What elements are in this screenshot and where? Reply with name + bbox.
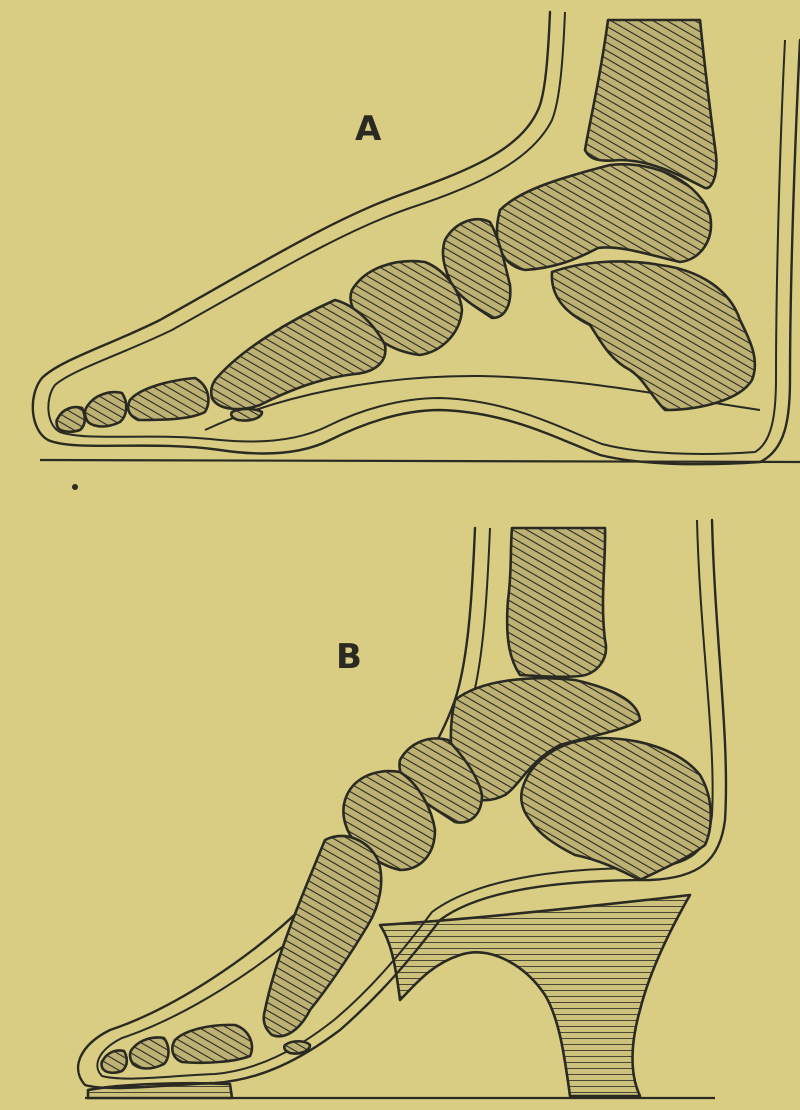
- sesamoid-b: [284, 1041, 310, 1053]
- metatarsal-b: [264, 836, 382, 1036]
- phalanx-3-b: [172, 1025, 252, 1063]
- shoe-heel-b: [380, 895, 690, 1096]
- figure-a: A: [33, 12, 800, 464]
- phalanx-3-a: [128, 378, 208, 420]
- phalanx-2-a: [85, 392, 126, 426]
- ground-line-a: [40, 460, 800, 462]
- metatarsal-a: [211, 300, 385, 409]
- label-a: A: [355, 109, 382, 149]
- calcaneus-a: [552, 261, 755, 410]
- tibia-b: [507, 528, 606, 677]
- phalanx-1-a: [57, 407, 85, 432]
- calcaneus-b: [521, 738, 710, 880]
- ink-dot: [72, 484, 78, 490]
- phalanx-2-b: [130, 1037, 169, 1068]
- tibia-a: [585, 20, 716, 188]
- talus-a: [497, 164, 711, 270]
- sesamoid-a: [231, 409, 262, 421]
- label-b: B: [336, 637, 362, 677]
- figure-b: B: [78, 520, 726, 1098]
- phalanx-1-b: [102, 1050, 127, 1072]
